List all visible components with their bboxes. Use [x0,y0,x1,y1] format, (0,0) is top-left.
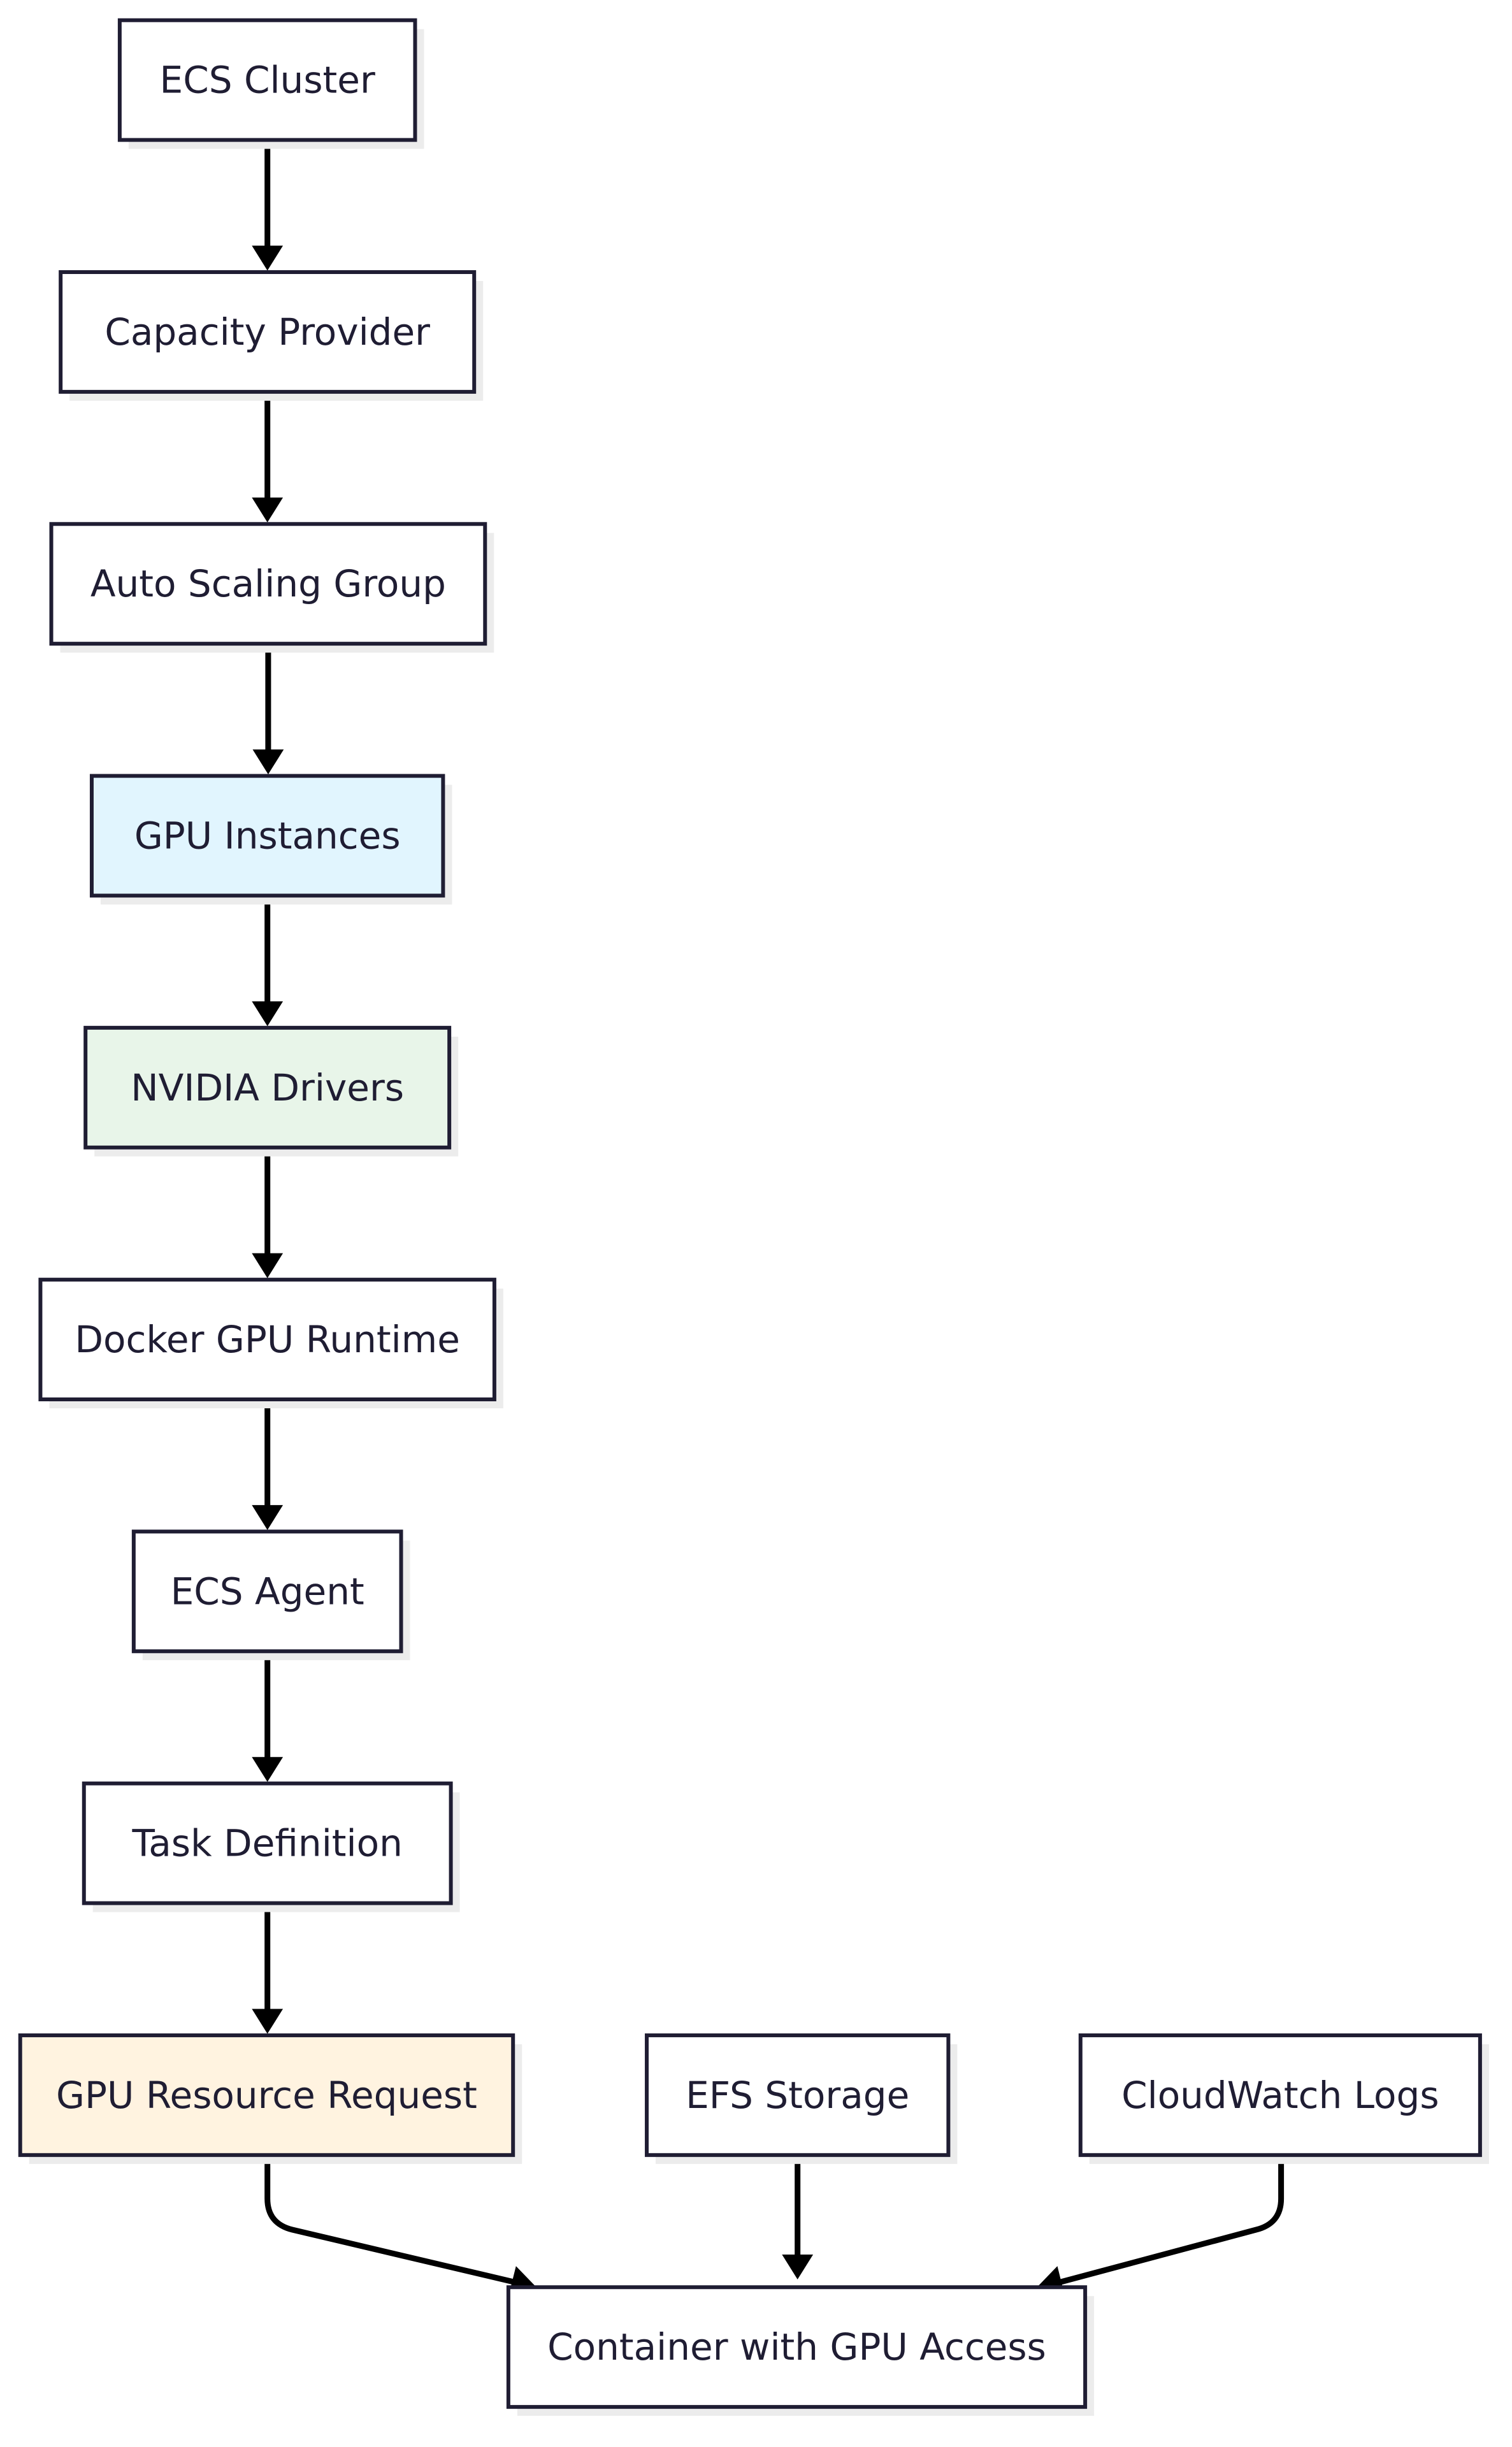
node-label: Auto Scaling Group [90,562,446,605]
node-label: Container with GPU Access [547,2325,1046,2369]
arrowhead-icon [252,749,284,775]
node-box [38,1278,496,1401]
node-label: ECS Agent [171,1570,364,1613]
edges-layer [252,140,1285,2297]
node-box [82,1781,453,1905]
node-box [1078,2033,1482,2157]
edge-line [264,2155,517,2286]
edge-gpu-resource-request-to-container-gpu-access [264,2155,536,2297]
edge-nvidia-drivers-to-docker-gpu-runtime [252,1147,284,1278]
edge-ecs-cluster-to-capacity-provider [252,140,284,271]
edge-auto-scaling-group-to-gpu-instances [252,644,284,775]
node-container-gpu-access: Container with GPU Access [506,2285,1095,2416]
node-nvidia-drivers: NVIDIA Drivers [83,1025,459,1157]
edge-ecs-agent-to-task-definition [252,1651,284,1782]
node-label: EFS Storage [686,2074,909,2117]
arrowhead-icon [252,497,284,523]
node-gpu-resource-request: GPU Resource Request [18,2033,522,2164]
node-box [83,1025,452,1150]
node-task-definition: Task Definition [82,1781,460,1912]
node-label: Docker GPU Runtime [75,1318,460,1361]
node-box [18,2033,515,2157]
arrowhead-icon [252,2009,284,2034]
node-label: Task Definition [131,1822,402,1865]
arrowhead-icon [252,1505,284,1530]
edge-capacity-provider-to-auto-scaling-group [252,391,284,523]
edge-line [1058,2155,1285,2286]
node-docker-gpu-runtime: Docker GPU Runtime [38,1278,503,1408]
node-box [49,522,487,646]
edge-docker-gpu-runtime-to-ecs-agent [252,1399,284,1530]
arrowhead-icon [252,245,284,271]
arrowhead-icon [252,1253,284,1278]
node-cloudwatch-logs: CloudWatch Logs [1078,2033,1489,2164]
node-box [89,774,445,898]
node-box [117,18,417,142]
edge-task-definition-to-gpu-resource-request [252,1903,284,2034]
edge-gpu-instances-to-nvidia-drivers [252,895,284,1027]
node-box [506,2285,1088,2409]
node-box [131,1529,403,1654]
node-label: NVIDIA Drivers [131,1066,404,1109]
node-label: GPU Instances [134,814,401,858]
node-gpu-instances: GPU Instances [89,774,452,905]
edge-cloudwatch-logs-to-container-gpu-access [1037,2155,1285,2297]
edge-efs-storage-to-container-gpu-access [782,2155,814,2279]
node-ecs-cluster: ECS Cluster [117,18,424,149]
arrowhead-icon [252,1757,284,1782]
node-label: GPU Resource Request [56,2074,477,2117]
node-box [645,2033,951,2157]
node-label: ECS Cluster [160,59,375,102]
node-label: Capacity Provider [104,310,430,354]
node-ecs-agent: ECS Agent [131,1529,410,1661]
node-efs-storage: EFS Storage [645,2033,958,2164]
arrowhead-icon [782,2255,814,2279]
node-label: CloudWatch Logs [1121,2074,1439,2117]
node-auto-scaling-group: Auto Scaling Group [49,522,494,653]
node-box [59,270,477,394]
arrowhead-icon [252,1001,284,1027]
node-capacity-provider: Capacity Provider [59,270,484,401]
